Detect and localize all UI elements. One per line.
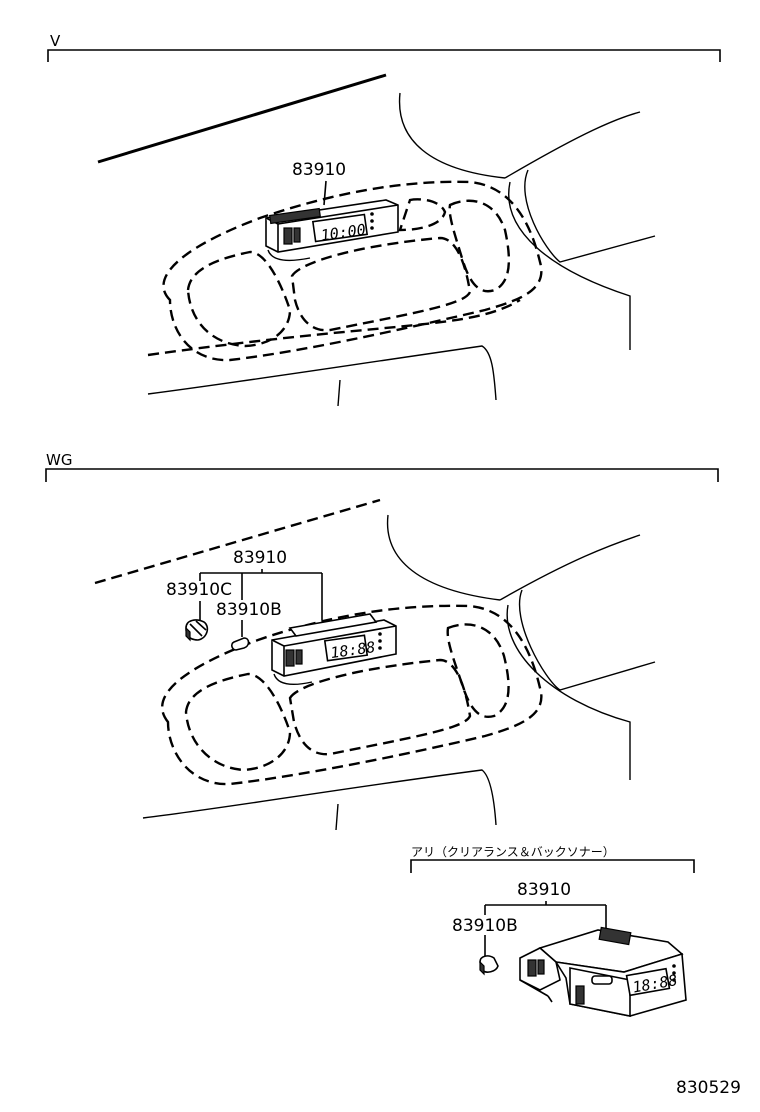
- dashboard-outline-v: [97, 73, 656, 407]
- section-bracket-wg: [45, 468, 719, 482]
- section-sonar: アリ（クリアランス＆バックソナー） 83910 83910B 18:88: [410, 845, 695, 1017]
- clock-unit-wg: 18:88: [271, 613, 397, 686]
- leader-line-v: [323, 180, 327, 206]
- clip-part-wg: [185, 619, 209, 642]
- part-label-b-wg: 83910B: [216, 600, 282, 620]
- dashboard-outline-wg: [94, 498, 656, 831]
- part-label-main-v: 83910: [292, 160, 346, 180]
- section-bracket-v: [47, 49, 721, 62]
- figure-code: 830529: [676, 1078, 741, 1098]
- bulb-part-wg: [231, 637, 250, 651]
- part-label-main-wg: 83910: [233, 548, 287, 568]
- section-v: V 10:00: [47, 32, 721, 407]
- section-title-wg: WG: [46, 451, 72, 469]
- section-bracket-sonar: [410, 859, 695, 873]
- clock-unit-sonar: 18:88: [519, 926, 687, 1017]
- clock-unit-v: 10:00: [265, 199, 399, 262]
- part-label-b-sonar: 83910B: [452, 916, 518, 936]
- section-title-sonar: アリ（クリアランス＆バックソナー）: [411, 845, 615, 859]
- section-wg: WG 18:88: [45, 451, 719, 831]
- part-label-c-wg: 83910C: [166, 580, 232, 600]
- bulb-part-sonar: [479, 955, 499, 976]
- section-title-v: V: [50, 32, 61, 50]
- part-label-main-sonar: 83910: [517, 880, 571, 900]
- leader-lines-wg: [199, 569, 323, 637]
